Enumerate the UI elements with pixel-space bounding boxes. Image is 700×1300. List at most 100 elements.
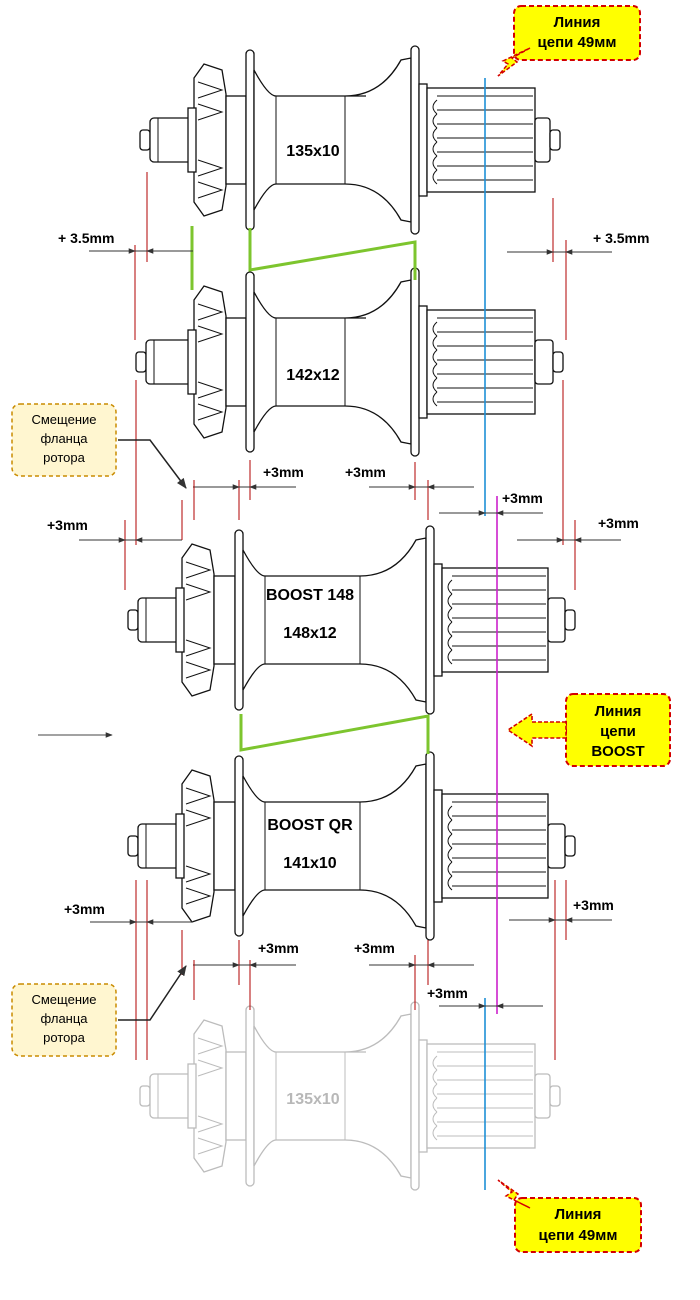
svg-text:Смещение: Смещение bbox=[31, 992, 96, 1007]
callout-chainline-49mm-top: Линия цепи 49мм bbox=[497, 5, 641, 77]
freehub-body bbox=[441, 567, 549, 673]
dim-label-flange-right-2: +3mm bbox=[354, 940, 395, 956]
axle-cap-left bbox=[135, 351, 147, 373]
freehub-collar bbox=[418, 83, 428, 197]
right-end-cap bbox=[534, 339, 554, 385]
axle-cap-right bbox=[564, 835, 576, 857]
green-connector-1 bbox=[190, 226, 417, 290]
flange-right bbox=[410, 1001, 420, 1191]
hub-shell bbox=[253, 279, 412, 445]
svg-text:Смещение: Смещение bbox=[31, 412, 96, 427]
hub-shell bbox=[253, 1013, 412, 1179]
flange-left bbox=[245, 1005, 255, 1187]
svg-text:Линия: Линия bbox=[595, 703, 642, 720]
rotor-step bbox=[213, 575, 236, 665]
flange-right bbox=[410, 45, 420, 235]
axle-cap-right bbox=[549, 1085, 561, 1107]
svg-text:Линия: Линия bbox=[554, 14, 601, 31]
axle-cap-left bbox=[127, 835, 139, 857]
callout-chainline-boost: Линия цепи BOOST bbox=[506, 693, 671, 767]
axle-cap-left bbox=[139, 1085, 151, 1107]
hub-135x10-top bbox=[139, 45, 561, 235]
dim-label-chain-2: +3mm bbox=[427, 985, 468, 1001]
dim-label-chain-1: +3mm bbox=[502, 490, 543, 506]
rotor-mount bbox=[193, 285, 227, 439]
svg-text:фланца: фланца bbox=[40, 1011, 88, 1026]
axle-cap-right bbox=[552, 351, 564, 373]
flange-left bbox=[234, 755, 244, 937]
rotor-mount bbox=[181, 769, 215, 923]
svg-text:ротора: ротора bbox=[43, 1030, 85, 1045]
flange-right bbox=[425, 751, 435, 941]
dim-label-flange-left-1: +3mm bbox=[263, 464, 304, 480]
svg-text:цепи 49мм: цепи 49мм bbox=[539, 1227, 618, 1244]
hub-shell bbox=[242, 537, 427, 703]
svg-text:цепи 49мм: цепи 49мм bbox=[538, 34, 617, 51]
rotor-spacer bbox=[175, 587, 185, 653]
freehub-body bbox=[426, 87, 536, 193]
axle-cap-left bbox=[139, 129, 151, 151]
hub-135x10-bottom-faded bbox=[139, 1001, 561, 1191]
callout-rotor-offset-2: Смещение фланца ротора bbox=[11, 965, 187, 1057]
axle-cap-right bbox=[549, 129, 561, 151]
hub-boost-qr bbox=[127, 751, 576, 941]
dimension-markers bbox=[79, 172, 621, 1060]
rotor-step bbox=[225, 1051, 247, 1141]
hub-boost-148 bbox=[127, 525, 576, 715]
hub-label-boost148: BOOST 148 bbox=[266, 587, 354, 604]
hub-label-135x10-top: 135x10 bbox=[286, 143, 339, 160]
hub-label-boost-qr: BOOST QR bbox=[267, 817, 353, 834]
rotor-mount bbox=[193, 1019, 227, 1173]
svg-text:BOOST: BOOST bbox=[591, 743, 644, 760]
hub-142x12 bbox=[135, 267, 564, 457]
left-end-cap bbox=[149, 1073, 195, 1119]
flange-left bbox=[234, 529, 244, 711]
hub-label-141x10: 141x10 bbox=[283, 855, 336, 872]
dim-label-outer-left-2: +3mm bbox=[64, 901, 105, 917]
hub-shell bbox=[253, 57, 412, 223]
dim-label-flange-right-1: +3mm bbox=[345, 464, 386, 480]
callout-rotor-offset-1: Смещение фланца ротора bbox=[11, 403, 187, 489]
rotor-step bbox=[225, 317, 247, 407]
axle-cap-right bbox=[564, 609, 576, 631]
svg-text:ротора: ротора bbox=[43, 450, 85, 465]
right-end-cap bbox=[547, 597, 566, 643]
dim-label-right-3.5mm: + 3.5mm bbox=[593, 230, 649, 246]
dim-label-outer-right-1: +3mm bbox=[598, 515, 639, 531]
hub-label-135x10-bottom: 135x10 bbox=[286, 1091, 339, 1108]
rotor-mount bbox=[193, 63, 227, 217]
rotor-spacer bbox=[187, 329, 197, 395]
hub-shell bbox=[242, 763, 427, 929]
rotor-spacer bbox=[187, 107, 197, 173]
flange-right bbox=[410, 267, 420, 457]
rotor-spacer bbox=[175, 813, 185, 879]
callout-chainline-49mm-bottom: Линия цепи 49мм bbox=[497, 1179, 642, 1253]
flange-right bbox=[425, 525, 435, 715]
flange-left bbox=[245, 49, 255, 231]
axle-cap-left bbox=[127, 609, 139, 631]
flange-left bbox=[245, 271, 255, 453]
rotor-mount bbox=[181, 543, 215, 697]
right-end-cap bbox=[547, 823, 566, 869]
dim-label-outer-left-1: +3mm bbox=[47, 517, 88, 533]
freehub-body bbox=[426, 309, 536, 415]
freehub-body bbox=[441, 793, 549, 899]
dim-label-left-3.5mm: + 3.5mm bbox=[58, 230, 114, 246]
rotor-spacer bbox=[187, 1063, 197, 1129]
freehub-collar bbox=[418, 1039, 428, 1153]
hub-label-142x12: 142x12 bbox=[286, 367, 339, 384]
freehub-collar bbox=[433, 789, 443, 903]
svg-text:Линия: Линия bbox=[555, 1206, 602, 1223]
rotor-step bbox=[225, 95, 247, 185]
freehub-body bbox=[426, 1043, 536, 1149]
freehub-collar bbox=[418, 305, 428, 419]
svg-text:цепи: цепи bbox=[600, 723, 636, 740]
dim-label-flange-left-2: +3mm bbox=[258, 940, 299, 956]
right-end-cap bbox=[534, 1073, 551, 1119]
green-connector-2 bbox=[239, 714, 430, 754]
rotor-step bbox=[213, 801, 236, 891]
dim-label-outer-right-2: +3mm bbox=[573, 897, 614, 913]
hub-label-148x12: 148x12 bbox=[283, 625, 336, 642]
svg-text:фланца: фланца bbox=[40, 431, 88, 446]
